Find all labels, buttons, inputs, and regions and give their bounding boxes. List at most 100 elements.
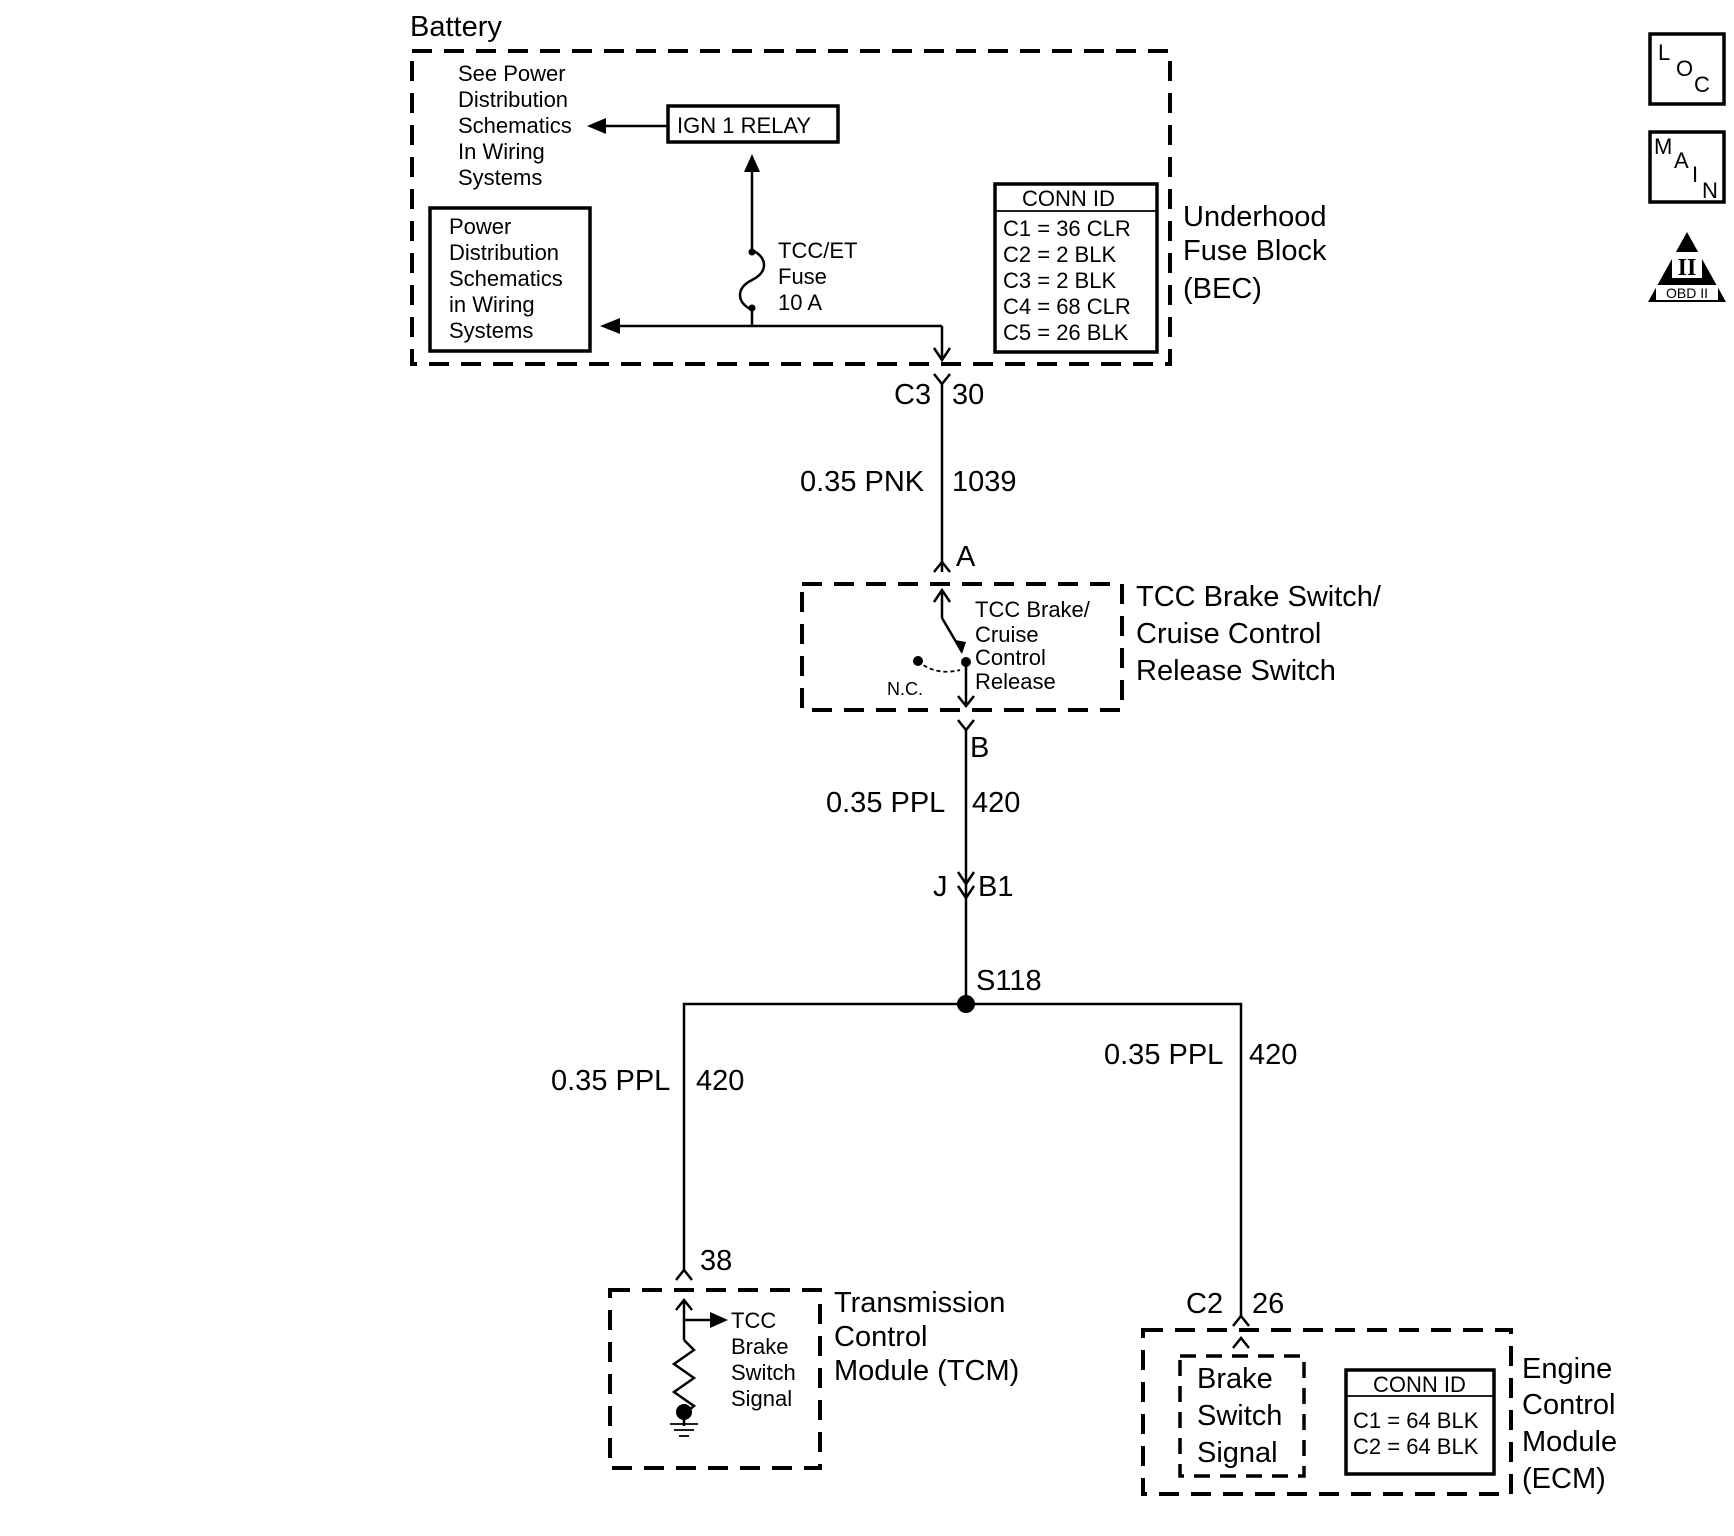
fuse-conn-c1: C1 = 36 CLR	[1003, 216, 1131, 241]
splice-s118-group: S118 0.35 PPL 420 0.35 PPL 420	[551, 965, 1297, 1316]
inline-female-terminal	[956, 871, 976, 887]
ecm-connector-label: C2	[1186, 1288, 1223, 1320]
loc-icon-letter-l: L	[1658, 40, 1670, 65]
obd-numeral: II	[1678, 255, 1697, 281]
pds-line-3: Schematics	[449, 266, 563, 291]
arrow-right-icon	[710, 1312, 728, 1328]
see-power-line-4: In Wiring	[458, 139, 545, 164]
pds-line-5: Systems	[449, 318, 533, 343]
switch-lower-arrow	[957, 695, 975, 709]
ecm-outline	[1141, 1328, 1513, 1496]
fuse-terminal-bottom	[748, 304, 756, 312]
wire-right-circuit: 420	[1249, 1039, 1297, 1071]
see-power-line-1: See Power	[458, 61, 566, 86]
pds-line-4: in Wiring	[449, 292, 535, 317]
main-icon-letter-a: A	[1674, 148, 1689, 173]
fuse-terminal-top	[748, 248, 756, 256]
ign-relay-label: IGN 1 RELAY	[677, 113, 811, 138]
splice-label: S118	[976, 965, 1042, 997]
brake-switch-group: A N.C. TCC Brake/ Cruise Control Release…	[800, 541, 1382, 764]
ign-relay-box	[666, 104, 840, 144]
arrow-up-icon	[744, 154, 760, 172]
inline-connector-right: B1	[978, 871, 1013, 903]
ecm-pin-terminal	[1232, 1313, 1250, 1327]
wire-right-gauge: 0.35 PPL	[1104, 1039, 1223, 1071]
ecm-name-2: Control	[1522, 1389, 1616, 1421]
obd-numeral-bg	[1672, 252, 1702, 278]
arrow-left-icon	[587, 118, 606, 134]
brake-switch-outline	[800, 582, 1124, 712]
obd-ii-icon[interactable]: II OBD II	[1648, 232, 1726, 302]
arrow-left-icon-2	[600, 318, 620, 334]
fuse-block-name-3: (BEC)	[1183, 273, 1262, 305]
fuse-line-3: 10 A	[778, 290, 822, 315]
tcm-signal-line-3: Switch	[731, 1360, 796, 1385]
wire-420-upper-group: 0.35 PPL 420 J B1	[826, 730, 1020, 1004]
switch-nc-dashed-path	[917, 660, 961, 673]
fuse-line-1: TCC/ET	[778, 238, 857, 263]
ecm-inner-terminal	[1232, 1335, 1250, 1349]
switch-inner-line-4: Release	[975, 669, 1056, 694]
switch-pin-b-label: B	[970, 732, 989, 764]
switch-pin-b-terminal	[957, 719, 975, 733]
fuse-conn-c2: C2 = 2 BLK	[1003, 242, 1116, 267]
tcm-signal-line-2: Brake	[731, 1334, 788, 1359]
fuse-conn-c4: C4 = 68 CLR	[1003, 294, 1131, 319]
main-icon[interactable]: M A I N	[1648, 130, 1726, 204]
switch-inner-line-1: TCC Brake/	[975, 597, 1091, 622]
power-distribution-box	[428, 206, 592, 353]
fuse-conn-id-title: CONN ID	[1022, 186, 1115, 211]
switch-pin-a-terminal	[933, 559, 951, 573]
tcm-signal-line-1: TCC	[731, 1308, 776, 1333]
inline-connector-left: J	[933, 871, 948, 903]
obd-caption-bg	[1656, 285, 1718, 300]
ecm-signal-line-3: Signal	[1197, 1437, 1278, 1469]
battery-label: Battery	[410, 11, 502, 43]
switch-name-3: Release Switch	[1136, 655, 1336, 687]
connector-c3-label: C3	[894, 379, 931, 411]
main-icon-letter-m: M	[1654, 134, 1672, 159]
fuse-block-outline	[410, 49, 1172, 366]
side-icons: L O C M A I N II OBD II	[1648, 32, 1726, 302]
male-terminal-icon	[933, 373, 951, 387]
wire-left-circuit: 420	[696, 1065, 744, 1097]
ecm-conn-c2: C2 = 64 BLK	[1353, 1434, 1479, 1459]
ecm-signal-box	[1178, 1354, 1306, 1478]
inline-male-terminal	[956, 885, 976, 901]
splice-branch-wires	[682, 1002, 1243, 1316]
ecm-signal-line-2: Switch	[1197, 1400, 1282, 1432]
see-power-line-2: Distribution	[458, 87, 568, 112]
ecm-pin-label: 26	[1252, 1288, 1284, 1320]
switch-inner-line-2: Cruise	[975, 622, 1039, 647]
ecm-name-1: Engine	[1522, 1353, 1612, 1385]
loc-icon[interactable]: L O C	[1648, 32, 1726, 106]
see-power-line-3: Schematics	[458, 113, 572, 138]
loc-icon-letter-c: C	[1694, 72, 1710, 97]
loc-icon-frame	[1648, 32, 1726, 106]
tcm-group: 38 TCC Brake Switch Signal Transmission …	[608, 1245, 1019, 1470]
tcm-resistor-symbol	[671, 1339, 697, 1415]
switch-inner-line-3: Control	[975, 645, 1046, 670]
switch-pin-a-label: A	[956, 541, 976, 573]
pds-line-1: Power	[449, 214, 511, 239]
female-terminal-icon	[932, 347, 952, 363]
main-icon-frame	[1648, 130, 1726, 204]
fuse-block-name-2: Fuse Block	[1183, 235, 1327, 267]
obd-caption: OBD II	[1666, 285, 1708, 301]
ecm-conn-c1: C1 = 64 BLK	[1353, 1408, 1479, 1433]
tcm-name-3: Module (TCM)	[834, 1355, 1019, 1387]
ecm-group: C2 26 Brake Switch Signal CONN ID C1 = 6…	[1141, 1288, 1617, 1496]
wire-1039-circuit: 1039	[952, 466, 1017, 498]
underhood-fuse-block-group: Battery See Power Distribution Schematic…	[410, 11, 1327, 366]
fuse-conn-c3: C3 = 2 BLK	[1003, 268, 1116, 293]
fuse-conn-c5: C5 = 26 BLK	[1003, 320, 1129, 345]
pds-line-2: Distribution	[449, 240, 559, 265]
ecm-signal-line-1: Brake	[1197, 1363, 1273, 1395]
wire-420-upper-gauge: 0.35 PPL	[826, 787, 945, 819]
tcm-ground-dot	[676, 1404, 692, 1420]
tcm-name-1: Transmission	[834, 1287, 1005, 1319]
loc-icon-letter-o: O	[1676, 56, 1693, 81]
tcm-name-2: Control	[834, 1321, 928, 1353]
ecm-name-3: Module	[1522, 1426, 1617, 1458]
